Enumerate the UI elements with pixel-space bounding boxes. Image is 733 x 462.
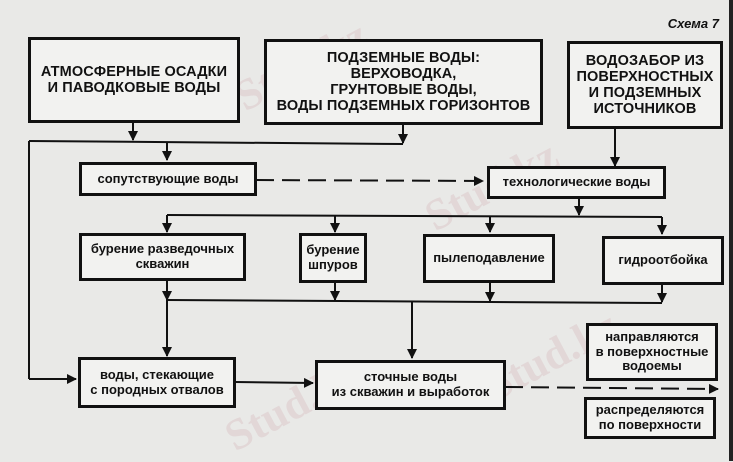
box-groundwater: ПОДЗЕМНЫЕ ВОДЫ: ВЕРХОВОДКА, ГРУНТОВЫЕ ВО… bbox=[264, 39, 543, 125]
dashed-arrow-associated-to-technological bbox=[255, 175, 484, 186]
box-atmospheric-precipitation: АТМОСФЕРНЫЕ ОСАДКИ И ПАВОДКОВЫЕ ВОДЫ bbox=[28, 37, 240, 123]
box-text-line: шпуров bbox=[308, 257, 358, 272]
box-text-line: АТМОСФЕРНЫЕ ОСАДКИ bbox=[40, 63, 228, 80]
page-edge bbox=[729, 0, 733, 461]
process-bus-top bbox=[166, 214, 663, 218]
process-bus-bottom bbox=[166, 299, 663, 304]
box-text-line: скважин bbox=[135, 256, 190, 271]
box-hole-drilling: бурение шпуров bbox=[299, 233, 367, 283]
box-text-line: по поверхности bbox=[598, 417, 702, 432]
box-spread-over-surface: распределяются по поверхности bbox=[584, 397, 716, 439]
box-text-line: ВЕРХОВОДКА, bbox=[350, 65, 457, 82]
box-text-line: в поверхностные bbox=[595, 343, 709, 359]
box-text-line: сточные воды bbox=[363, 369, 458, 385]
box-dust-suppression: пылеподавление bbox=[423, 234, 555, 283]
box-text-line: ГРУНТОВЫЕ ВОДЫ, bbox=[330, 82, 477, 98]
box-text-line: бурение bbox=[306, 242, 360, 258]
box-text-line: водоемы bbox=[622, 358, 682, 374]
box-text-line: ПОВЕРХНОСТНЫХ bbox=[576, 68, 714, 85]
box-text-line: ПОДЗЕМНЫЕ ВОДЫ: bbox=[326, 49, 481, 66]
box-text-line: распределяются bbox=[595, 402, 705, 418]
box-to-surface-water-bodies: направляются в поверхностные водоемы bbox=[586, 323, 718, 381]
box-text-line: сопутствующие воды bbox=[97, 170, 239, 186]
box-exploration-drilling: бурение разведочных скважин bbox=[79, 233, 246, 281]
box-text-line: с породных отвалов bbox=[90, 381, 224, 397]
arrow-dump-runoff-to-wastewater bbox=[234, 377, 314, 388]
box-text-line: ИСТОЧНИКОВ bbox=[593, 101, 697, 118]
box-hydraulic-breaking: гидроотбойка bbox=[602, 236, 724, 285]
box-text-line: И ПАВОДКОВЫЕ ВОДЫ bbox=[47, 80, 221, 96]
box-technological-waters: технологические воды bbox=[487, 166, 666, 199]
box-text-line: бурение разведочных bbox=[90, 241, 235, 257]
box-text-line: И ПОДЗЕМНЫХ bbox=[588, 85, 702, 101]
box-text-line: ВОДОЗАБОР ИЗ bbox=[585, 52, 705, 69]
box-associated-waters: сопутствующие воды bbox=[79, 162, 257, 196]
box-dump-runoff: воды, стекающие с породных отвалов bbox=[78, 357, 236, 408]
box-text-line: гидроотбойка bbox=[618, 252, 708, 268]
box-wastewater: сточные воды из скважин и выработок bbox=[315, 360, 506, 410]
dashed-arrow-wastewater-to-destinations bbox=[504, 383, 719, 394]
scheme-caption: Схема 7 bbox=[667, 16, 719, 31]
top-bus bbox=[28, 140, 404, 145]
box-text-line: воды, стекающие bbox=[99, 366, 214, 382]
box-water-intake: ВОДОЗАБОР ИЗ ПОВЕРХНОСТНЫХ И ПОДЗЕМНЫХ И… bbox=[567, 41, 723, 129]
box-text-line: пылеподавление bbox=[433, 250, 545, 266]
box-text-line: ВОДЫ ПОДЗЕМНЫХ ГОРИЗОНТОВ bbox=[276, 98, 531, 115]
box-text-line: из скважин и выработок bbox=[331, 384, 490, 399]
box-text-line: направляются bbox=[605, 329, 699, 345]
box-text-line: технологические воды bbox=[502, 174, 651, 190]
